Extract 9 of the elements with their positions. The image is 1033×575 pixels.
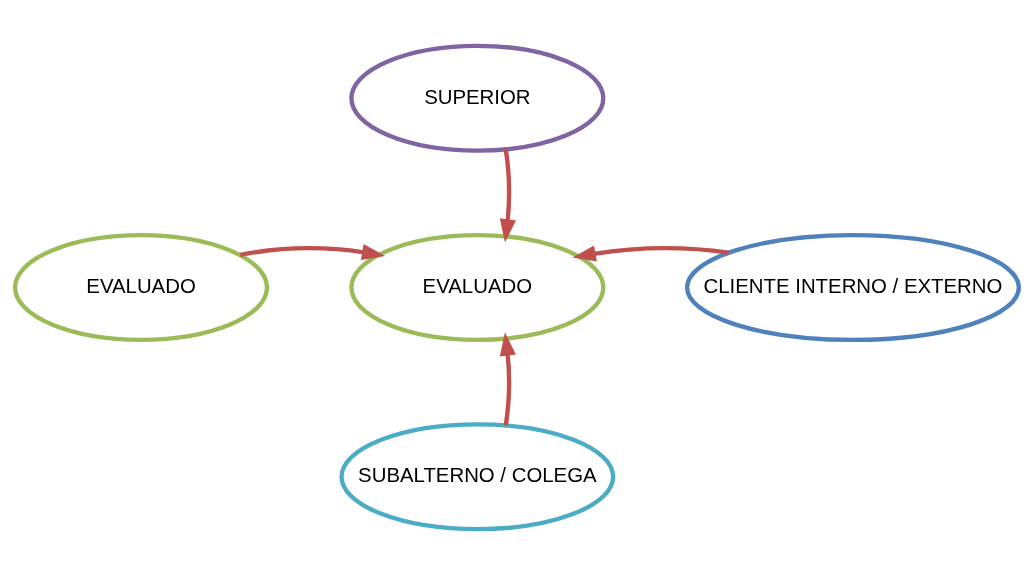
node-ellipse: SUBALTERNO / COLEGA bbox=[338, 422, 615, 532]
arrow bbox=[571, 245, 729, 262]
node-ellipse: CLIENTE INTERNO / EXTERNO bbox=[684, 232, 1021, 343]
node-ellipse: EVALUADO bbox=[348, 232, 605, 343]
arrow bbox=[499, 332, 516, 426]
arrow bbox=[499, 149, 516, 243]
arrow bbox=[239, 244, 385, 261]
node-ellipse: SUPERIOR bbox=[348, 43, 605, 153]
node-ellipse: EVALUADO bbox=[12, 232, 269, 343]
